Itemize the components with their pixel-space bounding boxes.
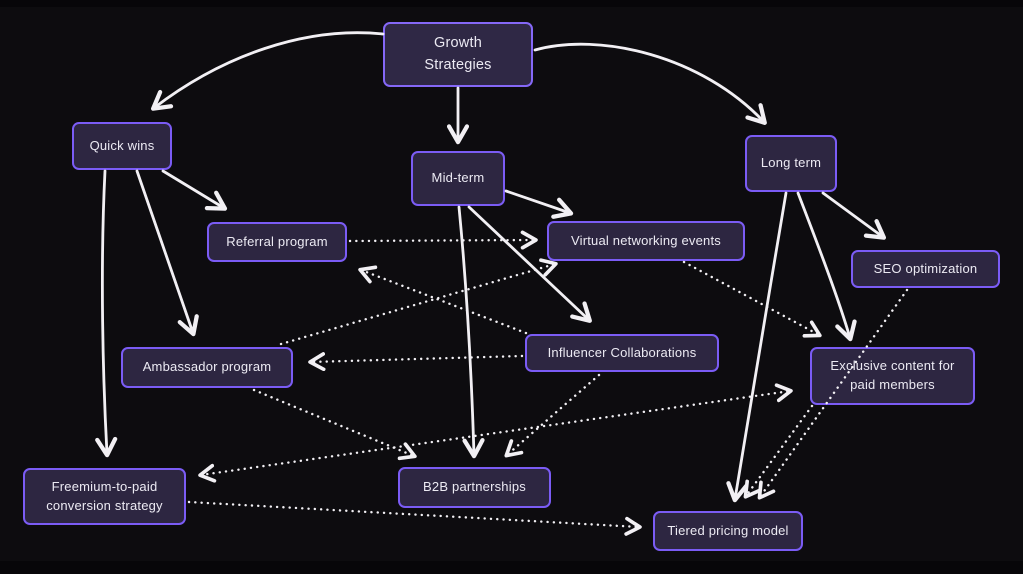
edge-influencer-to-referral — [358, 265, 528, 335]
node-mid-term[interactable]: Mid-term — [411, 151, 505, 206]
node-quick-wins[interactable]: Quick wins — [72, 122, 172, 170]
node-label: Ambassador program — [142, 359, 272, 375]
edge-referral-to-virtual-events — [348, 230, 538, 250]
edge-quick-wins-to-ambassador — [135, 169, 199, 337]
node-virtual-networking-events[interactable]: Virtual networking events — [547, 221, 745, 261]
edge-mid-term-to-virtual-events — [504, 189, 574, 219]
edge-quick-wins-to-freemium — [95, 169, 118, 458]
edge-virtual-events-to-exclusive — [682, 260, 822, 338]
edge-long-term-to-exclusive — [796, 191, 857, 342]
node-tiered-pricing[interactable]: Tiered pricing model — [653, 511, 803, 551]
node-label: Growth Strategies — [424, 35, 492, 73]
node-label: Mid-term — [431, 170, 485, 186]
edge-exclusive-to-tiered — [743, 404, 814, 499]
edge-long-term-to-seo — [821, 191, 887, 240]
edge-ambassador-to-b2b — [252, 388, 417, 461]
node-label: Tiered pricing model — [667, 522, 789, 538]
node-growth-strategies[interactable]: Growth Strategies — [383, 22, 533, 87]
node-label: SEO optimization — [873, 260, 978, 276]
edge-ambassador-to-virtual-events — [279, 258, 558, 346]
node-seo-optimization[interactable]: SEO optimization — [851, 250, 1000, 288]
node-label: Referral program — [226, 233, 328, 249]
node-long-term[interactable]: Long term — [745, 135, 837, 192]
edge-freemium-exclusive-bidirectional — [198, 383, 793, 483]
edge-mid-term-to-b2b — [457, 205, 485, 459]
node-referral-program[interactable]: Referral program — [207, 222, 347, 262]
node-b2b-partnerships[interactable]: B2B partnerships — [398, 467, 551, 508]
node-label: Virtual networking events — [570, 232, 721, 248]
node-label: B2B partnerships — [423, 479, 526, 495]
edge-growth-to-quick-wins — [150, 31, 385, 111]
edge-quick-wins-to-referral — [161, 169, 228, 211]
node-label: Influencer Collaborations — [547, 344, 697, 360]
node-freemium-conversion[interactable]: Freemium-to-paid conversion strategy — [23, 468, 186, 525]
node-label: Exclusive content for paid members — [830, 358, 955, 392]
node-label: Quick wins — [89, 137, 155, 153]
node-ambassador-program[interactable]: Ambassador program — [121, 347, 293, 388]
node-exclusive-content[interactable]: Exclusive content for paid members — [810, 347, 975, 405]
node-label: Long term — [760, 155, 822, 171]
edge-influencer-to-b2b — [504, 373, 601, 458]
edge-influencer-to-ambassador — [308, 352, 524, 372]
node-influencer-collaborations[interactable]: Influencer Collaborations — [525, 334, 719, 372]
edge-growth-to-long-term — [533, 42, 767, 125]
node-label: Freemium-to-paid conversion strategy — [46, 478, 163, 513]
